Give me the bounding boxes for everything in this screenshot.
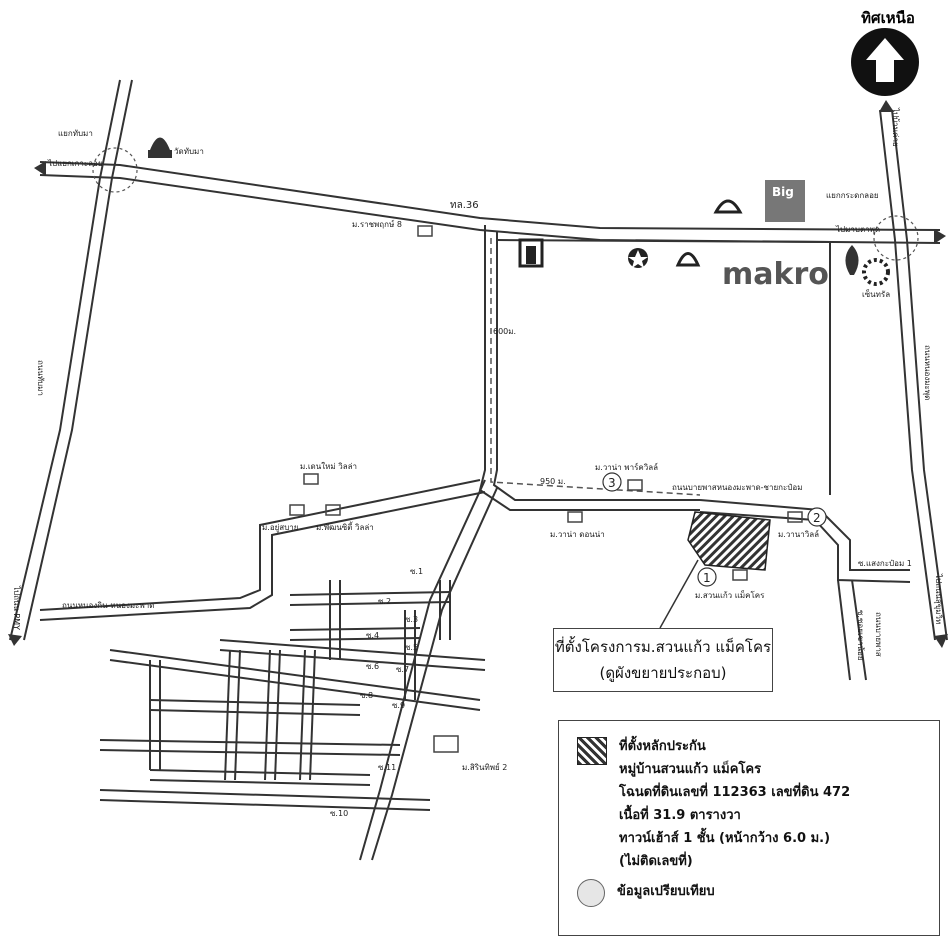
label-nong-mod-road: ถนนหนองมะพุด bbox=[923, 345, 932, 400]
arrow-down-right-icon bbox=[934, 634, 948, 648]
comparison-circle-icon bbox=[577, 879, 605, 907]
arrow-right-icon bbox=[934, 229, 946, 244]
legend-box: ที่ตั้งหลักประกัน หมู่บ้านสวนแก้ว แม็คโค… bbox=[558, 720, 940, 936]
label-krathing: แยกกระดกลอย bbox=[826, 191, 879, 200]
label-soi-5: ซ.5 bbox=[405, 643, 418, 652]
label-soi-11: ซ.11 bbox=[378, 763, 396, 772]
legend-line-3: เนื้อที่ 31.9 ตารางวา bbox=[619, 808, 741, 823]
shell-icon bbox=[675, 252, 701, 267]
road-bypass bbox=[699, 499, 910, 571]
label-suan-kaew: ม.สวนแก้ว แม็คโคร bbox=[695, 590, 765, 600]
village-icon bbox=[627, 479, 643, 491]
village-icon bbox=[417, 225, 433, 237]
label-to-pmy: ไปถนน PMY bbox=[12, 585, 21, 630]
label-makro: makro bbox=[722, 257, 829, 292]
label-soi-2: ซ.2 bbox=[378, 597, 391, 606]
svg-text:1: 1 bbox=[703, 571, 711, 585]
central-logo-icon bbox=[862, 258, 890, 286]
legend-line-5: (ไม่ติดเลขที่) bbox=[619, 854, 693, 869]
label-na-pa-city: ม.วาน่า ดอนน่า bbox=[550, 530, 605, 539]
label-happy-city: ม.พัฒนซิตี้ วิลล่า bbox=[316, 521, 374, 532]
label-soi-right: ซ.ซอยเขาน้อย bbox=[856, 610, 865, 661]
svg-text:2: 2 bbox=[813, 511, 821, 525]
label-hwy36: ทล.36 bbox=[450, 200, 479, 211]
north-indicator: ทิศเหนือ bbox=[840, 6, 936, 30]
marker-1 bbox=[697, 567, 717, 587]
label-soi-8: ซ.8 bbox=[360, 691, 373, 700]
road-right bbox=[879, 109, 936, 641]
project-callout: ที่ตั้งโครงการม.สวนแก้ว แม็คโคร (ดูผังขย… bbox=[553, 628, 773, 692]
legend-comparison: ข้อมูลเปรียบเทียบ bbox=[617, 884, 715, 899]
label-ruenthai: ม.เดนใหม่ วิลล่า bbox=[300, 462, 357, 471]
label-na-pa-villa: ม.วาน่า พาร์ควิลล์ bbox=[595, 462, 658, 472]
marker-2 bbox=[807, 507, 827, 527]
village-icon bbox=[433, 735, 459, 753]
callout-line-2: (ดูผังขยายประกอบ) bbox=[599, 664, 727, 682]
mall-icon bbox=[518, 238, 544, 268]
legend-comparison-row: ข้อมูลเปรียบเทียบ bbox=[577, 879, 925, 907]
village-icon bbox=[325, 504, 341, 516]
legend-line-4: ทาวน์เฮ้าส์ 1 ชั้น (หน้ากว้าง 6.0 ม.) bbox=[619, 831, 831, 846]
junction-thap-ma bbox=[92, 147, 138, 193]
legend-collateral-title: ที่ตั้งหลักประกัน bbox=[619, 739, 706, 754]
north-label: ทิศเหนือ bbox=[861, 9, 915, 27]
legend-collateral-row: ที่ตั้งหลักประกัน หมู่บ้านสวนแก้ว แม็คโค… bbox=[577, 735, 925, 873]
svg-text:Big: Big bbox=[772, 185, 794, 199]
label-thap-ma-junction: แยกทับมา bbox=[58, 129, 93, 138]
label-soi-3: ซ.3 bbox=[405, 615, 418, 624]
legend-line-2: โฉนดที่ดินเลขที่ 112363 เลขที่ดิน 472 bbox=[619, 785, 851, 800]
label-soi-9: ซ.9 bbox=[392, 701, 405, 710]
village-icon bbox=[787, 511, 803, 523]
legend-line-1: หมู่บ้านสวนแก้ว แม็คโคร bbox=[619, 762, 762, 777]
marker-3 bbox=[602, 472, 622, 492]
label-yu-sabai: ม.อยู่สบาย bbox=[262, 523, 298, 533]
callout-line-1: ที่ตั้งโครงการม.สวนแก้ว แม็คโคร bbox=[554, 638, 772, 656]
arrow-up-icon bbox=[879, 100, 894, 112]
label-temple: วัดทับมา bbox=[174, 147, 204, 156]
label-to-ban-khai: ไปบ้านค่าย bbox=[891, 107, 900, 147]
label-nong-kin-road: ถนนหนองกิน-หนองมะพาด bbox=[62, 601, 154, 610]
label-bypass-road: ถนนบายพาสหนองมะพาด-ชายกะป๋อม bbox=[672, 483, 802, 492]
junction-krathing bbox=[873, 215, 919, 261]
label-soi-6: ซ.6 bbox=[366, 662, 379, 671]
label-soi-road-right: ถนนบายพาส bbox=[874, 612, 883, 657]
label-vanna-villa: ม.วานาวิลล์ bbox=[778, 529, 819, 539]
label-soi-4: ซ.4 bbox=[366, 631, 379, 640]
arrow-left-icon bbox=[34, 161, 46, 176]
label-soi-7: ซ.7 bbox=[396, 665, 409, 674]
north-arrow-icon bbox=[851, 28, 919, 96]
bigc-logo-icon: Big bbox=[765, 180, 805, 222]
label-600m: 600ม. bbox=[493, 327, 516, 336]
label-to-map-ta-phut: ไปมาบตาพุด bbox=[835, 225, 880, 234]
flame-icon bbox=[845, 245, 859, 275]
village-icon bbox=[732, 569, 748, 581]
label-to-ban-chang: ไปถนนสุขุมวิท bbox=[934, 573, 943, 624]
road-thap-ma bbox=[9, 79, 121, 641]
arrow-down-left-icon bbox=[8, 634, 22, 646]
svg-text:3: 3 bbox=[608, 476, 616, 490]
label-ratchaphruek: ม.ราชพฤกษ์ 8 bbox=[352, 219, 402, 229]
hatch-swatch-icon bbox=[577, 737, 607, 765]
temple-icon bbox=[148, 137, 172, 158]
label-soi-saeng: ซ.แสงกะป๋อม 1 bbox=[858, 559, 912, 568]
village-icon bbox=[303, 473, 319, 485]
makro-block bbox=[496, 239, 831, 495]
village-icon bbox=[289, 504, 305, 516]
label-to-pueak: ไปแยกเกาะลอย bbox=[47, 159, 103, 168]
label-soi-1: ซ.1 bbox=[410, 567, 423, 576]
collateral-area bbox=[687, 511, 771, 571]
label-sirin-2: ม.สิรินทิพย์ 2 bbox=[462, 762, 507, 772]
label-thap-ma-road: ถนนทับมา bbox=[36, 360, 45, 396]
label-950m: 950 ม. bbox=[540, 477, 566, 486]
label-soi-10: ซ.10 bbox=[330, 809, 348, 818]
ptt-icon bbox=[713, 199, 743, 214]
star-station-icon bbox=[628, 248, 648, 268]
village-icon bbox=[567, 511, 583, 523]
label-central: เซ็นทรัล bbox=[862, 289, 890, 299]
